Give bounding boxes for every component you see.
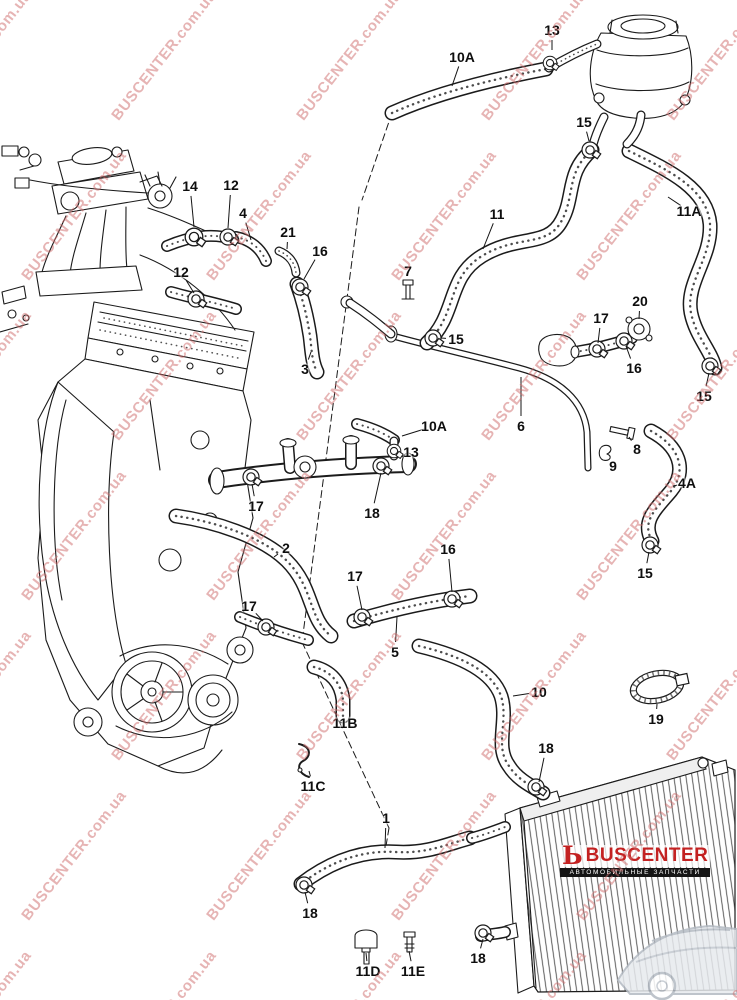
leader-line [245,222,252,241]
leader-line [672,484,678,487]
leader-line [586,131,590,142]
band-clamp-19 [629,669,690,705]
leader-line [667,196,681,206]
bolt-7 [401,279,415,300]
leader-line [255,612,264,622]
bracket-11c [297,743,310,778]
buscenter-logo-mark: Ь [562,841,583,870]
leader-line [408,950,412,962]
leader-line [185,280,195,294]
leader-line [628,436,632,441]
car-sketch [616,924,737,1000]
leader-line [308,770,311,777]
leader-line [482,223,494,250]
leader-line [356,585,363,611]
leader-line [448,558,453,593]
leader-line [190,195,195,228]
bolt-8 [609,426,636,440]
clip-9 [598,444,612,461]
leader-line [304,891,309,904]
leader-line [625,345,632,359]
leader-line [365,952,368,962]
leader-line [512,693,530,697]
leader-line [401,428,425,437]
leader-line [705,372,710,387]
expansion-tank [589,14,693,119]
leader-line [395,616,398,643]
leader-line [538,757,545,783]
leader-line [384,827,387,849]
leader-line [480,938,484,949]
leader-line [646,551,650,564]
leader-line [307,351,312,360]
leader-line [451,66,460,87]
leader-line [597,327,601,344]
engine-sketch [0,145,255,774]
leader-line [273,553,279,558]
leader-line [373,472,382,504]
leader-line [303,259,316,280]
thermostat-housing [538,316,653,367]
buscenter-logo: Ь BUSCENTER АВТОМОБИЛЬНЫЕ ЗАПЧАСТИ [560,841,711,877]
leader-line [227,194,231,229]
buscenter-logo-tagline: АВТОМОБИЛЬНЫЕ ЗАПЧАСТИ [560,868,711,877]
leader-line [251,483,255,497]
buscenter-logo-text: BUSCENTER [585,845,709,866]
small-hardware [297,279,690,965]
